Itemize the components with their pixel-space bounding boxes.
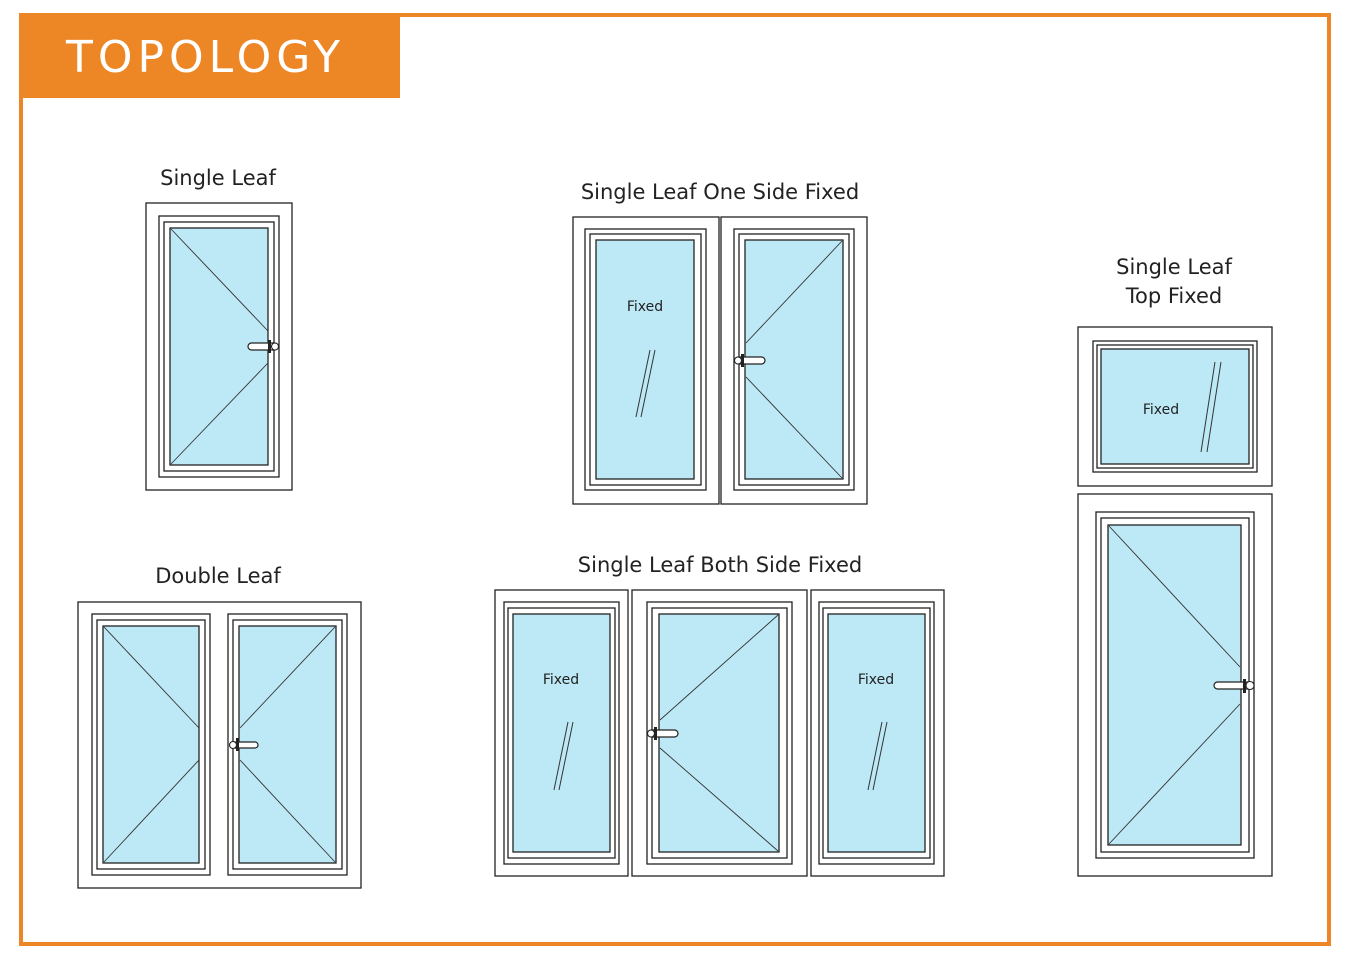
fixed-label: Fixed	[627, 299, 663, 315]
title-single-leaf: Single Leaf	[160, 166, 276, 190]
opening-line	[170, 228, 269, 332]
opening-line	[1108, 703, 1241, 845]
door-handle	[733, 354, 766, 367]
opening-line	[239, 626, 336, 729]
title-single-leaf-one-side-fixed: Single Leaf One Side Fixed	[580, 180, 860, 204]
opening-line	[659, 747, 779, 852]
title-double-leaf: Double Leaf	[155, 564, 281, 588]
glass-reflection-icon	[553, 721, 574, 791]
opening-line	[103, 626, 200, 729]
fixed-label: Fixed	[858, 672, 894, 688]
glass-reflection-icon	[867, 721, 888, 791]
diagram-single-leaf-one-side-fixed: Fixed	[572, 216, 868, 505]
top-fixed-glass	[1100, 348, 1250, 465]
page-border	[19, 13, 1331, 946]
opening-line	[239, 759, 336, 863]
door-handle	[228, 738, 259, 751]
diagram-single-leaf	[145, 202, 293, 491]
opening-line	[1108, 525, 1241, 668]
header-band: TOPOLOGY	[23, 17, 400, 98]
door-handle	[1213, 679, 1255, 693]
title-top-fixed-line1: Single Leaf	[1116, 255, 1232, 279]
title-single-leaf-both-side-fixed: Single Leaf Both Side Fixed	[577, 553, 863, 577]
diagram-single-leaf-top-fixed: Fixed	[1077, 326, 1273, 877]
leaf-glass	[658, 613, 780, 853]
fixed-label: Fixed	[1143, 402, 1179, 418]
diagram-single-leaf-both-side-fixed: Fixed Fixed	[494, 589, 945, 877]
opening-line	[659, 614, 779, 721]
fixed-glass	[595, 239, 695, 480]
opening-line	[745, 240, 843, 344]
glass-reflection-icon	[1200, 361, 1222, 453]
door-handle	[646, 727, 679, 740]
left-fixed-glass	[512, 613, 611, 853]
diagram-double-leaf	[77, 601, 362, 889]
glass-reflection-icon	[635, 349, 656, 418]
door-handle	[247, 340, 280, 353]
title-top-fixed-line2: Top Fixed	[1125, 284, 1223, 308]
page-title: TOPOLOGY	[66, 32, 346, 83]
fixed-label: Fixed	[543, 672, 579, 688]
opening-line	[103, 759, 200, 863]
left-glass	[102, 625, 200, 864]
opening-line	[170, 362, 269, 465]
right-fixed-glass	[827, 613, 926, 853]
opening-line	[745, 376, 843, 479]
